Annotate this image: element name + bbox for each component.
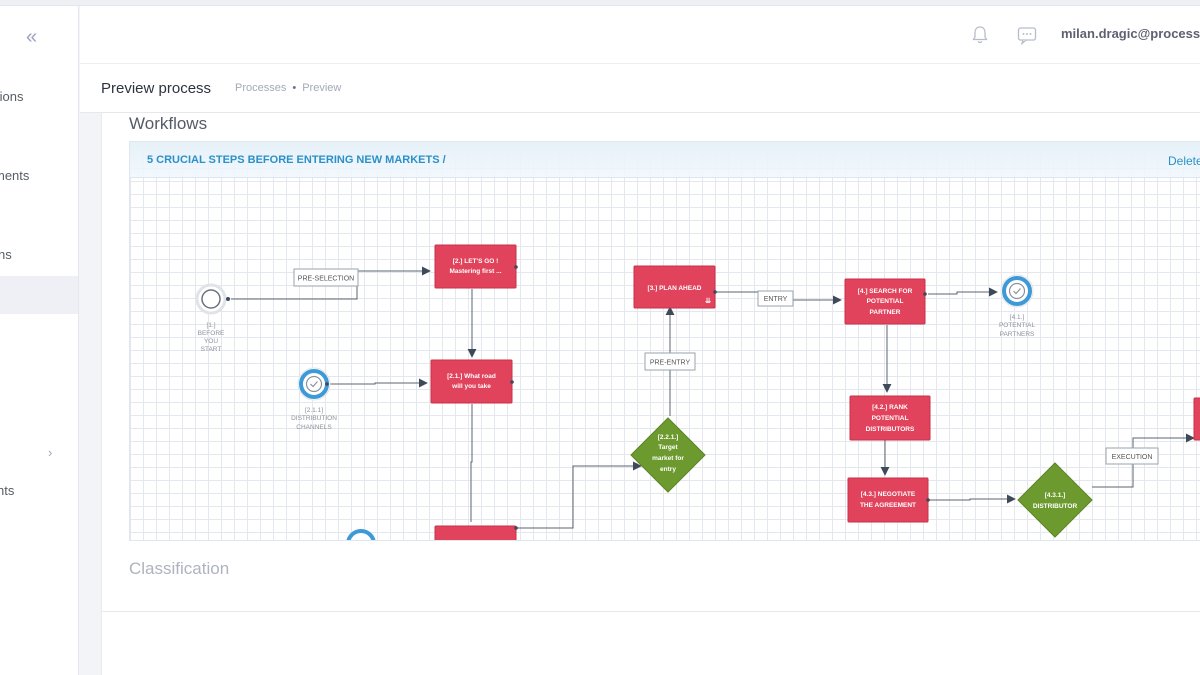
decision-target-market[interactable]: [2.2.1.] Target market for entry: [630, 417, 706, 493]
check-icon: [310, 381, 318, 388]
sidebar-item-1[interactable]: tions: [0, 78, 78, 116]
decision-label: DISTRIBUTOR: [1033, 503, 1078, 510]
workflow-title-bar: 5 CRUCIAL STEPS BEFORE ENTERING NEW MARK…: [130, 142, 1200, 178]
task-partial-bottom[interactable]: [434, 525, 517, 541]
start-event-label: [1.]: [206, 322, 215, 329]
workflow-canvas[interactable]: PRE-SELECTION PRE-ENTRY ENTRY EXECUTION …: [129, 141, 1200, 541]
edge-label-entry: ENTRY: [764, 296, 788, 303]
sidebar-item-label: nts: [0, 483, 15, 498]
edge-label-pre-selection-box: [293, 268, 359, 287]
workflow-name[interactable]: 5 CRUCIAL STEPS BEFORE ENTERING NEW MARK…: [147, 154, 446, 166]
task-label: THE AGREEMENT: [860, 502, 916, 509]
event-label: POTENTIAL: [999, 322, 1036, 329]
event-label: PARTNERS: [1000, 331, 1035, 338]
task-lets-go[interactable]: [2.] LET'S GO ! Mastering first ...: [434, 244, 517, 289]
top-strip: [0, 0, 1200, 6]
task-label: [4.2.] RANK: [872, 404, 908, 411]
event-label: [2.1.1]: [305, 407, 323, 414]
page-header: Preview process Processes • Preview: [80, 64, 1200, 113]
content-panel: Workflows: [101, 113, 1200, 675]
decision-label: [2.2.1.]: [658, 434, 679, 441]
task-label: [3.] PLAN AHEAD: [648, 285, 702, 292]
edge-label-execution: EXECUTION: [1112, 454, 1153, 461]
user-menu[interactable]: milan.dragic@process-: [1061, 26, 1200, 41]
start-event-label: YOU: [204, 338, 218, 345]
task-label: will you take: [451, 383, 491, 390]
sidebar: « tions ments ns › nts: [0, 6, 79, 675]
sidebar-item-label: ns: [0, 247, 12, 262]
edge-label-pre-entry-box: [644, 352, 696, 371]
edge-label-pre-selection: PRE-SELECTION: [298, 276, 354, 283]
decision-distributor[interactable]: [4.3.1.] DISTRIBUTOR: [1017, 462, 1093, 538]
task-label: PARTNER: [870, 309, 901, 316]
task-rank-distributors[interactable]: [4.2.] RANK POTENTIAL DISTRIBUTORS: [849, 395, 931, 441]
start-event[interactable]: [1.] BEFORE YOU START: [195, 283, 230, 353]
classification-heading: Classification: [129, 559, 230, 578]
task-label: POTENTIAL: [867, 298, 904, 305]
task-label: [4.] SEARCH FOR: [858, 288, 913, 295]
collapse-sidebar-icon[interactable]: «: [26, 26, 38, 48]
event-label: DISTRIBUTION: [291, 415, 337, 422]
sidebar-item-5[interactable]: nts: [0, 472, 78, 510]
task-search-partner[interactable]: [4.] SEARCH FOR POTENTIAL PARTNER: [844, 278, 926, 325]
sidebar-item-3[interactable]: ns: [0, 236, 78, 274]
edge-label-pre-entry: PRE-ENTRY: [650, 360, 691, 367]
task-label: Mastering first ...: [449, 268, 501, 275]
task-label: POTENTIAL: [872, 415, 909, 422]
sidebar-item-label: ments: [0, 168, 30, 183]
edge-label-entry-box: [757, 290, 794, 307]
task-label: [4.3.] NEGOTIATE: [861, 491, 916, 498]
section-divider: [102, 611, 1200, 612]
task-negotiate[interactable]: [4.3.] NEGOTIATE THE AGREEMENT: [847, 477, 929, 523]
task-label: [2.1.] What road: [447, 373, 496, 380]
connection-dots: [325, 265, 930, 530]
breadcrumb: Processes • Preview: [235, 82, 341, 94]
sidebar-item-active[interactable]: [0, 276, 78, 314]
workflow-diagram: PRE-SELECTION PRE-ENTRY ENTRY EXECUTION …: [195, 244, 1200, 541]
top-header: milan.dragic@process-: [80, 6, 1200, 64]
edge-labels: PRE-SELECTION PRE-ENTRY ENTRY EXECUTION: [293, 268, 1159, 465]
task-plan-ahead[interactable]: [3.] PLAN AHEAD ⇊: [633, 265, 716, 309]
decision-label: [4.3.1.]: [1045, 492, 1066, 499]
chevron-right-icon[interactable]: ›: [48, 445, 53, 460]
sidebar-item-2[interactable]: ments: [0, 157, 78, 195]
subprocess-marker-icon: ⇊: [705, 297, 711, 305]
check-icon: [1013, 288, 1021, 295]
task-label: [2.] LET'S GO !: [453, 258, 499, 265]
event-potential-partners[interactable]: [4.1.] POTENTIAL PARTNERS: [999, 274, 1036, 338]
event-partial[interactable]: [346, 529, 376, 541]
edge-label-execution-box: [1105, 447, 1159, 465]
breadcrumb-preview: Preview: [302, 82, 342, 94]
workflows-heading: Workflows: [129, 114, 208, 133]
task-label: DISTRIBUTORS: [866, 426, 915, 433]
task-what-road[interactable]: [2.1.] What road will you take: [430, 359, 513, 404]
decision-label: market for: [652, 455, 684, 462]
page-title: Preview process: [101, 80, 212, 97]
breadcrumb-processes[interactable]: Processes: [235, 82, 287, 94]
task-partial-right[interactable]: [1193, 397, 1200, 441]
breadcrumb-separator: •: [292, 82, 297, 94]
decision-label: entry: [660, 466, 676, 473]
event-distribution-channels[interactable]: [2.1.1] DISTRIBUTION CHANNELS: [291, 367, 337, 431]
sidebar-item-label: tions: [0, 89, 24, 104]
event-label: [4.1.]: [1010, 314, 1025, 321]
delete-workflow-link[interactable]: Delete: [1168, 154, 1200, 168]
decision-label: Target: [658, 444, 678, 451]
bell-icon[interactable]: [969, 24, 991, 46]
start-event-label: START: [201, 346, 222, 353]
start-event-label: BEFORE: [198, 330, 225, 337]
event-label: CHANNELS: [296, 424, 332, 431]
chat-icon[interactable]: [1016, 24, 1038, 46]
